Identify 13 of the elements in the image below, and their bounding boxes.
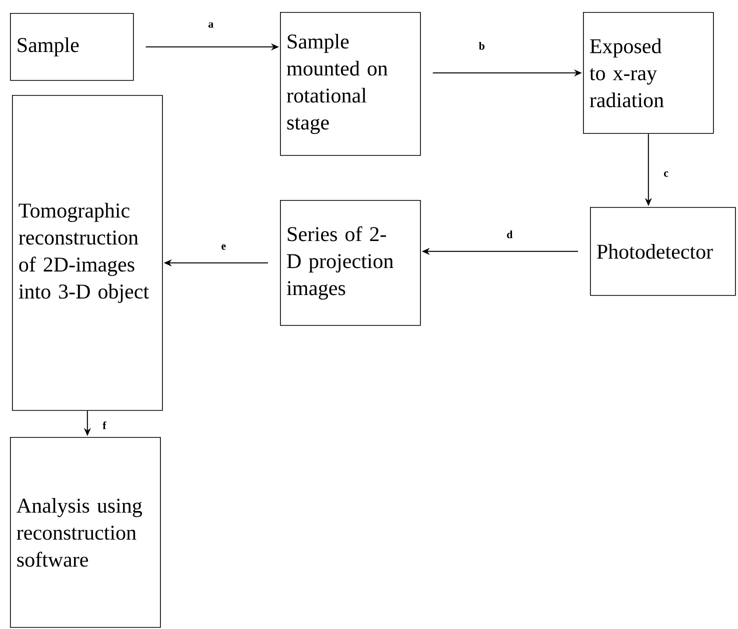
edge-label: f [102, 421, 106, 430]
process-box: Series of 2-D projection images [280, 200, 421, 326]
process-box: Photodetector [590, 207, 736, 296]
process-box: Exposed to x-ray radiation [583, 12, 714, 134]
edge-label: d [507, 230, 513, 238]
edge-label: c [664, 171, 668, 177]
edge-label: e [222, 244, 226, 250]
edge-label: b [478, 42, 484, 50]
process-box: Tomographic reconstruction of 2D-images into 3-D object [12, 95, 163, 411]
process-box: Sample [10, 13, 134, 81]
process-box: Analysis using reconstruction software [10, 437, 161, 628]
process-box: Sample mounted on rotational stage [280, 12, 421, 156]
edge-label: a [208, 22, 214, 28]
